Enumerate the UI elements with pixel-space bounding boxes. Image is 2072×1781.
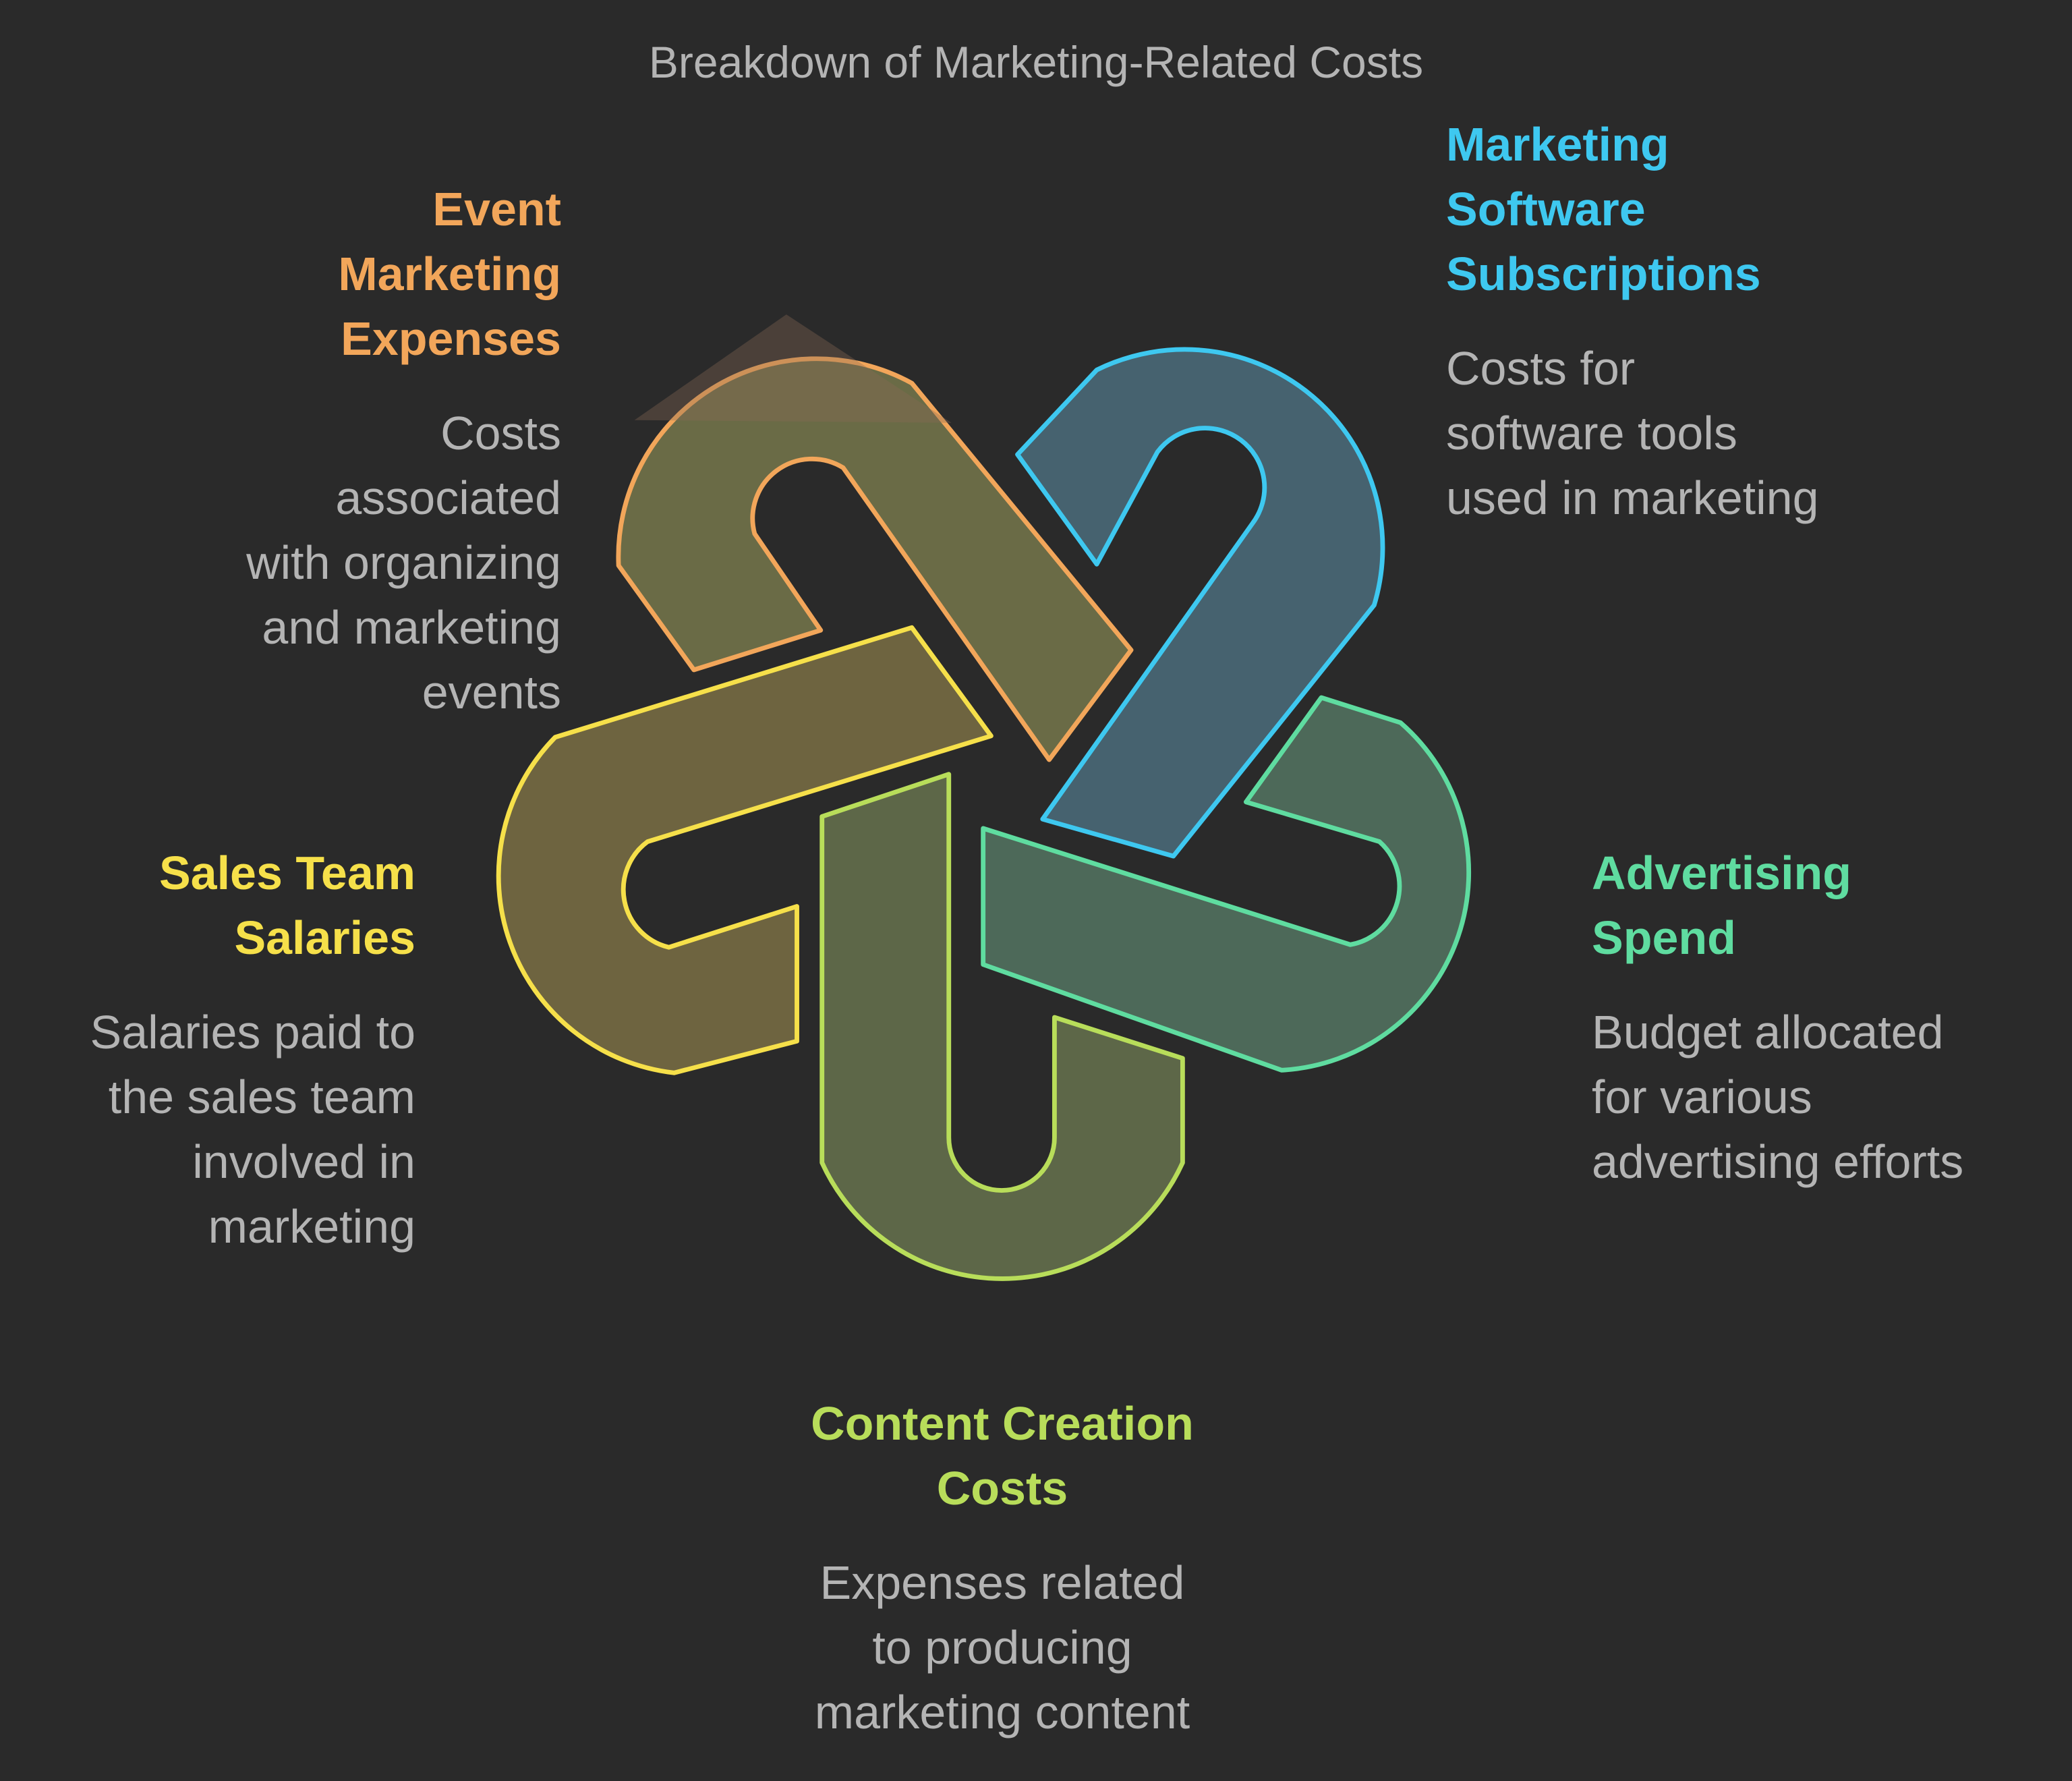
- label-content: Content Creation Costs Expenses related …: [732, 1391, 1272, 1745]
- description-line: involved in: [13, 1129, 415, 1194]
- description-line: Salaries paid to: [13, 1000, 415, 1065]
- description-line: advertising efforts: [1592, 1129, 2064, 1194]
- heading-line: Costs: [732, 1456, 1272, 1521]
- heading-line: Expenses: [202, 306, 561, 371]
- description-line: marketing: [13, 1194, 415, 1259]
- description-line: with organizing: [202, 530, 561, 595]
- heading-line: Content Creation: [732, 1391, 1272, 1456]
- description-line: the sales team: [13, 1065, 415, 1129]
- description-line: to producing: [732, 1615, 1272, 1680]
- heading-line: Event Marketing: [202, 177, 561, 306]
- description-line: used in marketing: [1446, 465, 1986, 530]
- heading-line: Salaries: [13, 905, 415, 970]
- description-line: for various: [1592, 1065, 2064, 1129]
- description-line: marketing content: [732, 1680, 1272, 1745]
- label-software: Marketing Software Subscriptions Costs f…: [1446, 112, 1986, 530]
- diagram-title: Breakdown of Marketing-Related Costs: [0, 35, 2072, 89]
- description-line: software tools: [1446, 401, 1986, 465]
- label-advertising: Advertising Spend Budget allocated for v…: [1592, 841, 2064, 1194]
- link-overlap-tint: [635, 314, 952, 423]
- heading-line: Advertising: [1592, 841, 2064, 905]
- heading-line: Spend: [1592, 905, 2064, 970]
- description-line: Costs for: [1446, 336, 1986, 401]
- heading-line: Marketing: [1446, 112, 1986, 177]
- heading-line: Software: [1446, 177, 1986, 242]
- description-line: Costs associated: [202, 401, 561, 530]
- description-line: Expenses related: [732, 1550, 1272, 1615]
- description-line: and marketing: [202, 595, 561, 660]
- description-line: Budget allocated: [1592, 1000, 2064, 1065]
- description-line: events: [202, 660, 561, 725]
- label-salaries: Sales Team Salaries Salaries paid to the…: [13, 841, 415, 1259]
- heading-line: Subscriptions: [1446, 242, 1986, 306]
- heading-line: Sales Team: [13, 841, 415, 905]
- label-event-marketing: Event Marketing Expenses Costs associate…: [202, 177, 561, 725]
